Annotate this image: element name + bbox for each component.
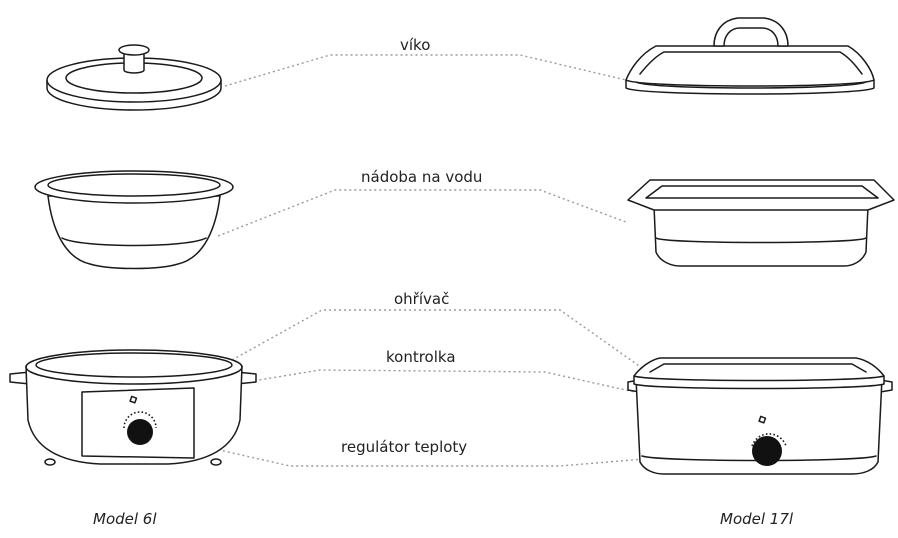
water-container-6l-illustration	[34, 170, 234, 270]
model-caption-17l: Model 17l	[720, 510, 794, 528]
label-water-container: nádoba na vodu	[361, 168, 483, 186]
lid-6l-illustration	[46, 44, 222, 111]
indicator-light-17l	[758, 415, 767, 424]
cooker-17l-illustration	[627, 357, 893, 475]
label-indicator: kontrolka	[386, 348, 456, 366]
temperature-knob-17l	[752, 436, 782, 466]
lid-17l-illustration	[625, 17, 875, 95]
temperature-knob-6l	[127, 419, 153, 445]
label-lid: víko	[400, 36, 431, 54]
leader-lid	[224, 54, 627, 87]
label-temperature-regulator: regulátor teploty	[341, 438, 468, 456]
leader-heater	[231, 309, 643, 369]
water-container-17l-illustration	[627, 179, 895, 267]
indicator-light-6l	[129, 395, 138, 404]
leader-water-container	[217, 189, 627, 237]
model-caption-6l: Model 6l	[93, 510, 157, 528]
label-heater: ohřívač	[394, 290, 450, 308]
knob-scale-17l	[751, 433, 787, 447]
cooker-6l-illustration	[9, 349, 257, 466]
